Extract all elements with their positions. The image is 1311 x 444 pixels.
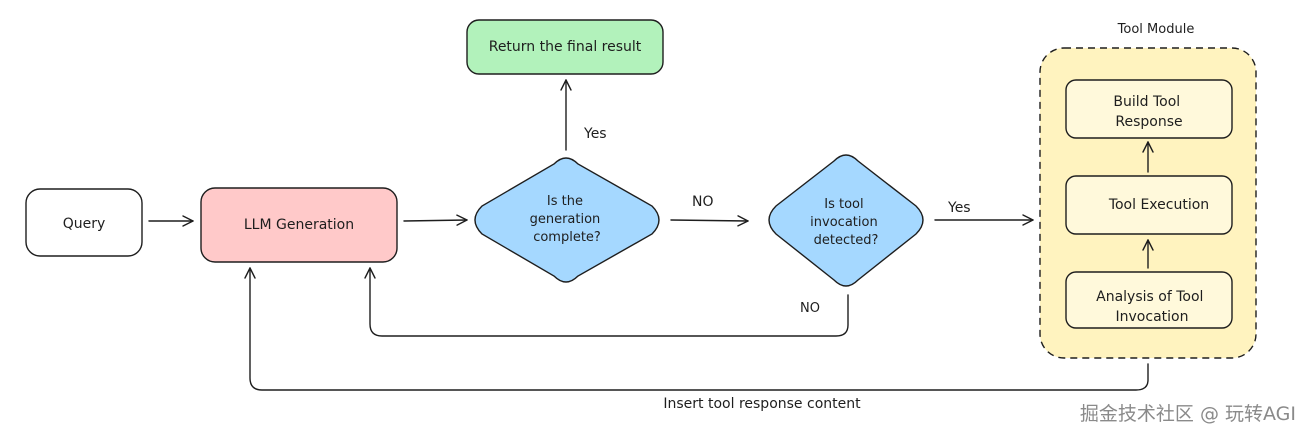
node-llm-generation: LLM Generation bbox=[200, 187, 398, 263]
node-tool-execution: Tool Execution bbox=[1065, 175, 1233, 235]
decision-is-complete-label: Is the generation complete? bbox=[530, 194, 605, 245]
edge-llm-to-decision bbox=[403, 214, 468, 226]
label-yes-return: Yes bbox=[583, 126, 607, 142]
edge-labels: Yes NO Yes NO Insert tool response conte… bbox=[583, 126, 971, 412]
watermark: 掘金技术社区 @ 玩转AGI bbox=[1080, 403, 1296, 425]
node-return-result-label: Return the final result bbox=[489, 39, 642, 55]
node-return-result: Return the final result bbox=[466, 19, 664, 75]
node-analysis-tool-invocation: Analysis of Tool Invocation bbox=[1065, 271, 1233, 329]
node-build-tool-response-label: Build Tool Response bbox=[1113, 94, 1184, 130]
node-tool-execution-label: Tool Execution bbox=[1108, 197, 1209, 213]
decision-is-complete: Is the generation complete? bbox=[474, 157, 660, 283]
edge-insert-tool-response bbox=[244, 267, 1149, 391]
edges bbox=[148, 79, 1154, 391]
label-no-back-llm: NO bbox=[800, 301, 820, 316]
decision-tool-detected: Is tool invocation detected? bbox=[768, 154, 924, 287]
node-analysis-tool-invocation-label: Analysis of Tool Invocation bbox=[1096, 289, 1208, 325]
label-yes-tool-module: Yes bbox=[947, 200, 971, 216]
tool-module-title: Tool Module bbox=[1117, 22, 1195, 37]
label-insert-tool-response: Insert tool response content bbox=[663, 396, 861, 412]
label-no-tool-check: NO bbox=[692, 194, 714, 210]
edge-tool-check-no-back bbox=[364, 267, 849, 337]
node-llm-generation-label: LLM Generation bbox=[244, 217, 354, 233]
node-query-label: Query bbox=[63, 216, 106, 232]
node-query: Query bbox=[25, 188, 143, 257]
edge-decision-to-tool-check bbox=[670, 215, 749, 227]
node-build-tool-response: Build Tool Response bbox=[1065, 79, 1233, 139]
decision-tool-detected-label: Is tool invocation detected? bbox=[810, 197, 882, 248]
